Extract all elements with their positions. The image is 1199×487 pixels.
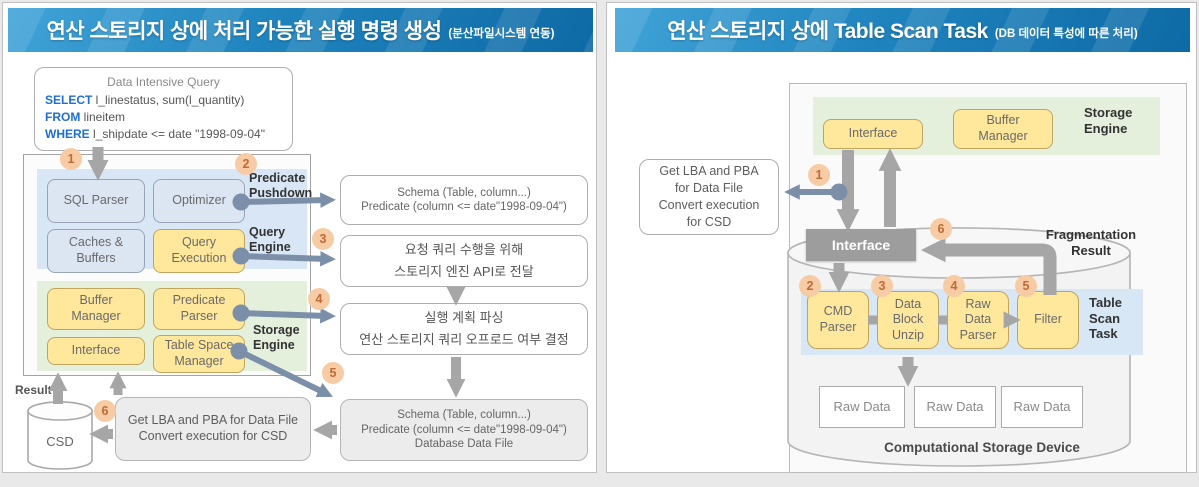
interface-box: Interface bbox=[47, 337, 145, 365]
get-lba-box: Get LBA and PBA for Data File Convert ex… bbox=[639, 159, 779, 235]
step-6-badge: 6 bbox=[930, 218, 952, 240]
query-from-line: FROM lineitem bbox=[45, 110, 126, 124]
table-scan-task-label: Table Scan Task bbox=[1089, 295, 1122, 342]
cmd-parser-box: CMD Parser bbox=[807, 291, 869, 349]
data-intensive-query-box: Data Intensive Query SELECT l_linestatus… bbox=[34, 67, 293, 151]
left-title-note: (분산파일시스템 연동) bbox=[448, 27, 555, 40]
left-title-bar: 연산 스토리지 상에 처리 가능한 실행 명령 생성 (분산파일시스템 연동) bbox=[8, 8, 593, 52]
api-forward-box: 요청 쿼리 수행을 위해 스토리지 엔진 API로 전달 bbox=[340, 235, 588, 287]
right-title: 연산 스토리지 상에 Table Scan Task bbox=[667, 20, 988, 43]
fragmentation-result-label: Fragmentation Result bbox=[1045, 227, 1137, 258]
right-title-bar: 연산 스토리지 상에 Table Scan Task (DB 데이터 특성에 따… bbox=[615, 8, 1190, 52]
step-6-badge: 6 bbox=[94, 400, 116, 422]
step-2-badge: 2 bbox=[235, 153, 257, 175]
step-3-badge: 3 bbox=[312, 228, 334, 250]
raw-data-box-1: Raw Data bbox=[819, 386, 905, 428]
get-lba-box: Get LBA and PBA for Data File Convert ex… bbox=[115, 397, 311, 461]
left-panel: 연산 스토리지 상에 처리 가능한 실행 명령 생성 (분산파일시스템 연동) … bbox=[2, 2, 597, 473]
storage-engine-label: Storage Engine bbox=[253, 323, 300, 352]
left-title: 연산 스토리지 상에 처리 가능한 실행 명령 생성 bbox=[46, 20, 442, 43]
database-file-box: Schema (Table, column...) Predicate (col… bbox=[340, 399, 588, 461]
optimizer-box: Optimizer bbox=[153, 179, 245, 223]
computational-storage-device-label: Computational Storage Device bbox=[884, 440, 1080, 455]
caches-buffers-box: Caches & Buffers bbox=[47, 229, 145, 273]
csd-cylinder: CSD bbox=[27, 401, 93, 470]
step-5-badge: 5 bbox=[322, 362, 344, 384]
query-select-line: SELECT l_linestatus, sum(l_quantity) bbox=[45, 92, 245, 107]
table-space-manager-box: Table Space Manager bbox=[153, 335, 245, 373]
storage-engine-label: Storage Engine bbox=[1084, 105, 1133, 136]
result-label: Result bbox=[15, 383, 52, 397]
query-header: Data Intensive Query bbox=[107, 75, 220, 90]
query-where-line: WHERE l_shipdate <= date "1998-09-04" bbox=[45, 127, 265, 142]
right-title-note: (DB 데이터 특성에 따른 처리) bbox=[994, 27, 1138, 40]
step-1-badge: 1 bbox=[808, 164, 830, 186]
sql-parser-box: SQL Parser bbox=[47, 179, 145, 223]
schema-predicate-box: Schema (Table, column...) Predicate (col… bbox=[340, 175, 588, 225]
query-execution-box: Query Execution bbox=[153, 229, 245, 273]
step-4-badge: 4 bbox=[308, 288, 330, 310]
step-3-badge: 3 bbox=[871, 275, 893, 297]
step-2-badge: 2 bbox=[799, 275, 821, 297]
buffer-manager-box: Buffer Manager bbox=[953, 109, 1053, 149]
filter-box: Filter bbox=[1017, 291, 1079, 349]
step-5-badge: 5 bbox=[1015, 275, 1037, 297]
raw-data-parser-box: Raw Data Parser bbox=[947, 291, 1009, 349]
csd-label: CSD bbox=[46, 434, 73, 449]
data-block-unzip-box: Data Block Unzip bbox=[877, 291, 939, 349]
step-4-badge: 4 bbox=[943, 275, 965, 297]
right-panel: 연산 스토리지 상에 Table Scan Task (DB 데이터 특성에 따… bbox=[606, 2, 1197, 473]
predicate-parser-box: Predicate Parser bbox=[153, 288, 245, 330]
query-engine-label: Query Engine bbox=[249, 225, 291, 254]
buffer-manager-box: Buffer Manager bbox=[47, 288, 145, 330]
step-1-badge: 1 bbox=[60, 148, 82, 170]
interface-mid-box: Interface bbox=[806, 229, 916, 261]
plan-parse-box: 실행 계획 파싱 연산 스토리지 쿼리 오프로드 여부 결정 bbox=[340, 303, 588, 355]
raw-data-box-2: Raw Data bbox=[914, 386, 996, 428]
raw-data-box-3: Raw Data bbox=[1001, 386, 1083, 428]
interface-top-box: Interface bbox=[823, 119, 923, 149]
predicate-pushdown-label: Predicate Pushdown bbox=[249, 171, 313, 200]
